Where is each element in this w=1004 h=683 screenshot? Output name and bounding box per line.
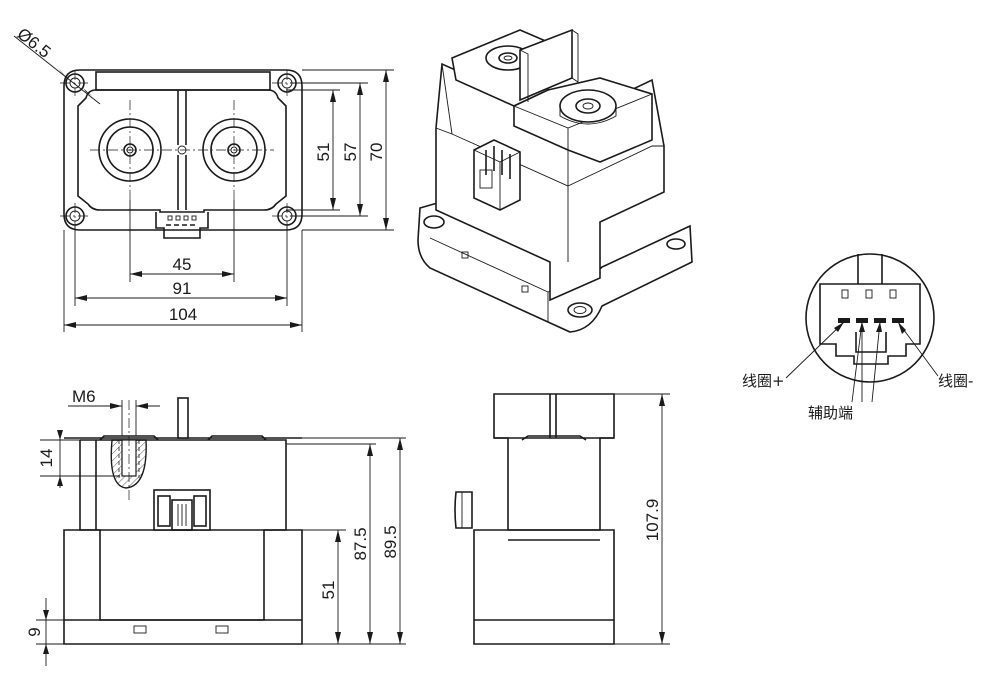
front-lower-base (63, 529, 303, 645)
hole-dia-leader: Ø6.5 (14, 24, 101, 105)
front-barrier (177, 397, 189, 439)
side-view: 107.9 (454, 393, 670, 645)
dim-9: 9 (25, 598, 64, 666)
iso-side-connector (473, 139, 521, 211)
top-view-flange (63, 69, 303, 231)
dim-terminal-spacing: 45 (173, 255, 192, 274)
dim-height-outer: 70 (367, 143, 386, 162)
top-view-centerlines (60, 70, 302, 229)
top-view-divider (177, 90, 187, 210)
top-view: Ø6.5 45 91 104 (14, 24, 394, 332)
top-view-vdims: 70 57 51 (286, 69, 394, 231)
dim-height-mid: 57 (341, 143, 360, 162)
label-coil-minus: 线圈- (938, 372, 973, 390)
dim-107-9: 107.9 (614, 393, 670, 645)
side-upper-body (493, 393, 615, 531)
front-connector (153, 489, 211, 531)
side-connector (454, 491, 473, 529)
iso-terminal-right (559, 89, 617, 125)
dim-height-inner: 51 (314, 143, 333, 162)
connector-detail: 线圈+ 线圈- 辅助端 (742, 253, 973, 422)
dim-total-height: 107.9 (643, 499, 662, 542)
dim-thread-label: M6 (72, 387, 96, 406)
iso-terminal-left (485, 45, 531, 71)
label-aux-terminal: 辅助端 (808, 404, 853, 422)
dim-width-mount: 91 (173, 279, 192, 298)
dim-width-outer: 104 (169, 305, 197, 324)
dim-flange-label: 9 (25, 627, 44, 636)
detail-circle (805, 253, 935, 383)
top-view-connector (155, 212, 209, 239)
label-coil-plus: 线圈+ (742, 372, 785, 390)
front-view: M6 14 9 51 (25, 387, 406, 666)
dim-height-a: 87.5 (351, 527, 370, 560)
top-view-body (77, 89, 287, 213)
dim-14: 14 (37, 430, 120, 488)
hole-dia-label: Ø6.5 (14, 24, 55, 62)
isometric-view (417, 28, 693, 333)
top-view-top-ridge (95, 71, 271, 91)
dim-m6: M6 (68, 387, 160, 436)
corner-holes (65, 73, 297, 226)
dim-thread-depth: 14 (37, 449, 56, 468)
dim-height-b: 89.5 (381, 525, 400, 558)
detail-pins (838, 318, 904, 323)
side-lower-base (473, 529, 615, 645)
front-vdims: 51 87.5 89.5 (286, 437, 406, 645)
top-view-hdims: 45 91 104 (63, 200, 303, 332)
dim-body: 51 (319, 581, 338, 600)
